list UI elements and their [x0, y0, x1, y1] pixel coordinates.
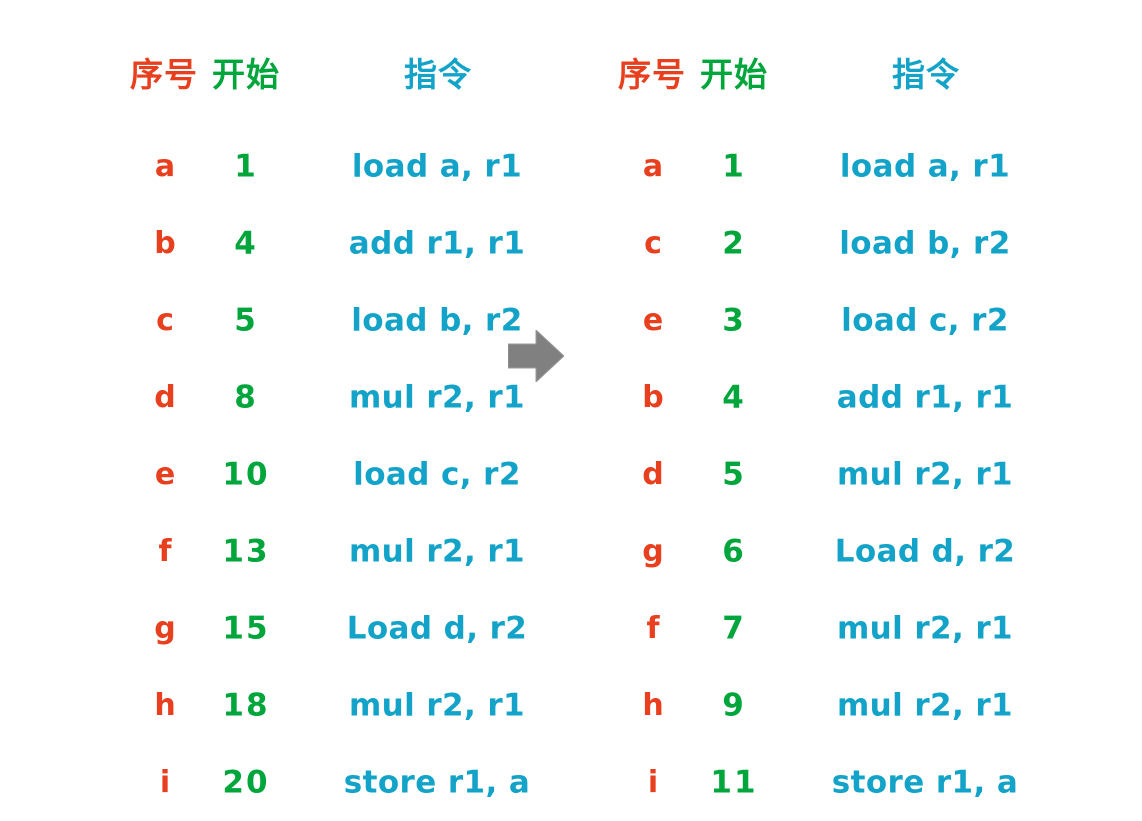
cell-instruction: Load d, r2 — [346, 610, 528, 646]
original-schedule-table: 序号 开始 指令 a 1 load a, r1 b 4 add r1, r1 c… — [120, 0, 580, 819]
cell-start: 18 — [222, 687, 270, 723]
table-row: f 13 mul r2, r1 — [120, 513, 580, 590]
reordered-schedule-table: 序号 开始 指令 a 1 load a, r1 c 2 load b, r2 e… — [608, 0, 1068, 819]
table-row: c 2 load b, r2 — [608, 205, 1068, 282]
table-body: a 1 load a, r1 b 4 add r1, r1 c 5 load b… — [120, 128, 580, 821]
table-row: c 5 load b, r2 — [120, 282, 580, 359]
cell-sequence: d — [642, 456, 664, 492]
table-row: a 1 load a, r1 — [120, 128, 580, 205]
header-sequence: 序号 — [130, 55, 198, 94]
table-row: b 4 add r1, r1 — [120, 205, 580, 282]
table-row: f 7 mul r2, r1 — [608, 590, 1068, 667]
cell-start: 1 — [722, 148, 746, 184]
cell-instruction: load c, r2 — [353, 456, 521, 492]
table-row: g 6 Load d, r2 — [608, 513, 1068, 590]
cell-instruction: load a, r1 — [839, 148, 1011, 184]
cell-start: 11 — [710, 764, 758, 800]
table-row: e 10 load c, r2 — [120, 436, 580, 513]
table-row: d 5 mul r2, r1 — [608, 436, 1068, 513]
cell-sequence: f — [158, 533, 172, 569]
table-row: i 20 store r1, a — [120, 744, 580, 821]
cell-sequence: a — [642, 148, 664, 184]
header-start: 开始 — [212, 55, 280, 94]
cell-start: 13 — [222, 533, 270, 569]
table-row: e 3 load c, r2 — [608, 282, 1068, 359]
cell-start: 2 — [722, 225, 746, 261]
cell-start: 9 — [722, 687, 746, 723]
cell-start: 6 — [722, 533, 746, 569]
header-start: 开始 — [700, 55, 768, 94]
cell-instruction: Load d, r2 — [834, 533, 1016, 569]
table-header-row: 序号 开始 指令 — [608, 58, 1068, 110]
cell-sequence: f — [646, 610, 660, 646]
cell-instruction: load b, r2 — [839, 225, 1011, 261]
cell-sequence: e — [154, 456, 176, 492]
table-row: a 1 load a, r1 — [608, 128, 1068, 205]
cell-instruction: mul r2, r1 — [348, 379, 526, 415]
table-row: g 15 Load d, r2 — [120, 590, 580, 667]
cell-instruction: store r1, a — [343, 764, 531, 800]
cell-sequence: i — [159, 764, 171, 800]
cell-instruction: mul r2, r1 — [348, 687, 526, 723]
cell-sequence: c — [156, 302, 174, 338]
header-sequence: 序号 — [618, 55, 686, 94]
cell-sequence: h — [154, 687, 176, 723]
cell-sequence: i — [647, 764, 659, 800]
cell-start: 4 — [722, 379, 746, 415]
cell-sequence: c — [644, 225, 662, 261]
header-instruction: 指令 — [404, 55, 472, 94]
cell-sequence: g — [154, 610, 176, 646]
cell-instruction: mul r2, r1 — [348, 533, 526, 569]
cell-sequence: b — [154, 225, 176, 261]
table-header-row: 序号 开始 指令 — [120, 58, 580, 110]
cell-sequence: h — [642, 687, 664, 723]
table-row: i 11 store r1, a — [608, 744, 1068, 821]
cell-sequence: d — [154, 379, 176, 415]
cell-sequence: e — [642, 302, 664, 338]
cell-start: 8 — [234, 379, 258, 415]
cell-sequence: g — [642, 533, 664, 569]
cell-start: 10 — [222, 456, 270, 492]
cell-instruction: add r1, r1 — [348, 225, 526, 261]
cell-instruction: add r1, r1 — [836, 379, 1014, 415]
cell-instruction: load a, r1 — [351, 148, 523, 184]
cell-instruction: load c, r2 — [841, 302, 1009, 338]
cell-start: 1 — [234, 148, 258, 184]
cell-instruction: store r1, a — [831, 764, 1019, 800]
cell-start: 3 — [722, 302, 746, 338]
cell-instruction: mul r2, r1 — [836, 687, 1014, 723]
table-row: b 4 add r1, r1 — [608, 359, 1068, 436]
cell-instruction: mul r2, r1 — [836, 610, 1014, 646]
table-row: h 18 mul r2, r1 — [120, 667, 580, 744]
header-instruction: 指令 — [892, 55, 960, 94]
cell-start: 5 — [234, 302, 258, 338]
cell-start: 7 — [722, 610, 746, 646]
table-body: a 1 load a, r1 c 2 load b, r2 e 3 load c… — [608, 128, 1068, 821]
cell-sequence: b — [642, 379, 664, 415]
cell-start: 20 — [222, 764, 270, 800]
cell-start: 5 — [722, 456, 746, 492]
right-block-arrow-icon — [508, 330, 564, 382]
cell-instruction: mul r2, r1 — [836, 456, 1014, 492]
table-row: d 8 mul r2, r1 — [120, 359, 580, 436]
cell-instruction: load b, r2 — [351, 302, 523, 338]
table-row: h 9 mul r2, r1 — [608, 667, 1068, 744]
cell-sequence: a — [154, 148, 176, 184]
cell-start: 15 — [222, 610, 270, 646]
cell-start: 4 — [234, 225, 258, 261]
